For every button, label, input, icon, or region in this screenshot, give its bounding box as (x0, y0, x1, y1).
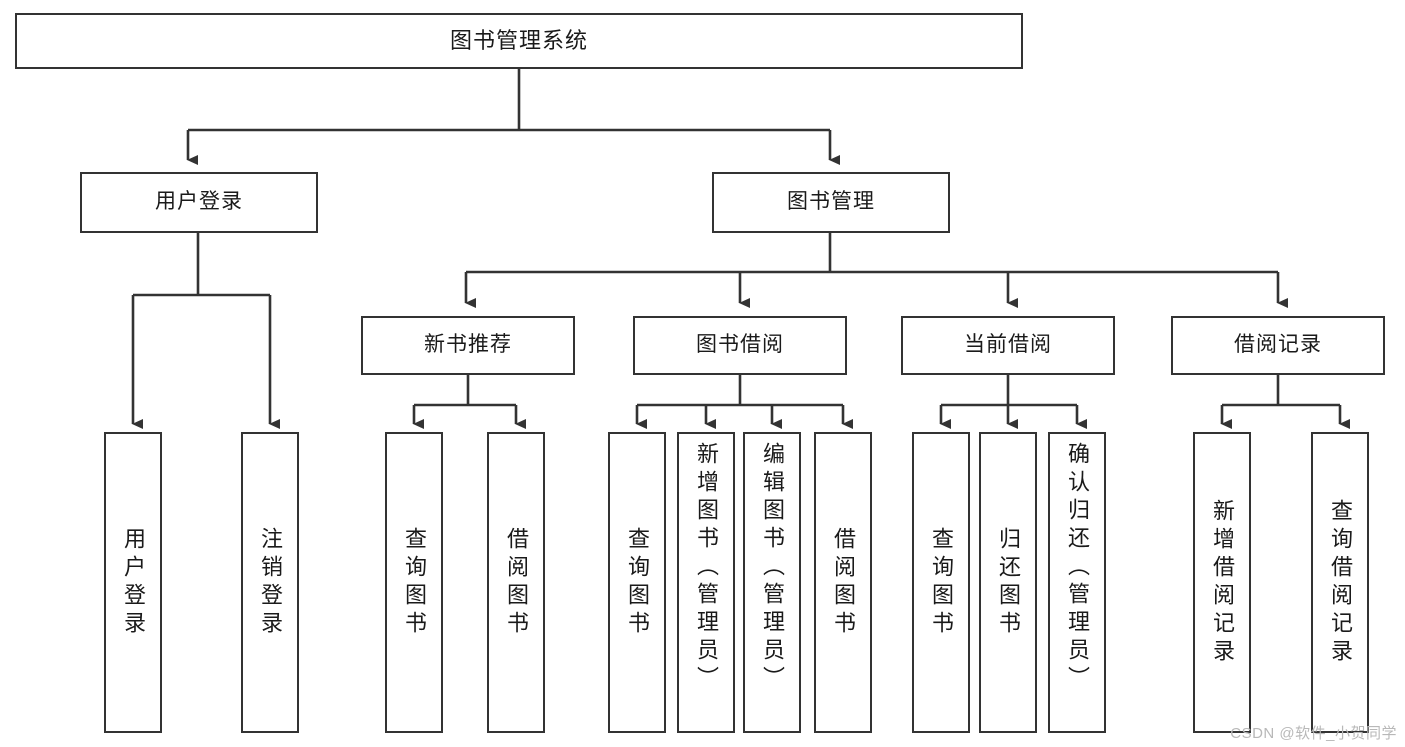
leaf-label: 新增借阅记录 (1210, 498, 1235, 667)
node-book-management-label: 图书管理 (787, 190, 875, 214)
leaf-borrow-query-book[interactable]: 查询图书 (608, 432, 666, 733)
node-borrow-record-label: 借阅记录 (1234, 333, 1322, 357)
leaf-current-return-book[interactable]: 归还图书 (979, 432, 1037, 733)
node-new-book-recommend-label: 新书推荐 (424, 333, 512, 357)
node-root[interactable]: 图书管理系统 (15, 13, 1023, 69)
leaf-recommend-borrow-book[interactable]: 借阅图书 (487, 432, 545, 733)
node-book-management[interactable]: 图书管理 (712, 172, 950, 233)
leaf-borrow-borrow-book[interactable]: 借阅图书 (814, 432, 872, 733)
leaf-label: 确认归还（管理员） (1065, 442, 1090, 694)
leaf-label: 归还图书 (996, 526, 1021, 639)
leaf-label: 新增图书（管理员） (694, 442, 719, 694)
leaf-label: 注销登录 (258, 526, 283, 639)
leaf-current-confirm-return-admin[interactable]: 确认归还（管理员） (1048, 432, 1106, 733)
leaf-recommend-query-book[interactable]: 查询图书 (385, 432, 443, 733)
leaf-current-query-book[interactable]: 查询图书 (912, 432, 970, 733)
leaf-record-add-record[interactable]: 新增借阅记录 (1193, 432, 1251, 733)
leaf-label: 查询图书 (929, 526, 954, 639)
leaf-record-query-record[interactable]: 查询借阅记录 (1311, 432, 1369, 733)
watermark: CSDN @软件_小贺同学 (1230, 725, 1397, 742)
leaf-user-login-login[interactable]: 用户登录 (104, 432, 162, 733)
node-user-login-label: 用户登录 (155, 190, 243, 214)
node-current-borrow-label: 当前借阅 (964, 333, 1052, 357)
leaf-label: 借阅图书 (504, 526, 529, 639)
leaf-label: 查询借阅记录 (1328, 498, 1353, 667)
node-book-borrow-label: 图书借阅 (696, 333, 784, 357)
leaf-user-login-logout[interactable]: 注销登录 (241, 432, 299, 733)
node-current-borrow[interactable]: 当前借阅 (901, 316, 1115, 375)
node-root-label: 图书管理系统 (449, 28, 588, 54)
leaf-label: 查询图书 (402, 526, 427, 639)
node-user-login[interactable]: 用户登录 (80, 172, 318, 233)
leaf-label: 借阅图书 (831, 526, 856, 639)
leaf-label: 用户登录 (121, 526, 146, 639)
leaf-borrow-edit-book-admin[interactable]: 编辑图书（管理员） (743, 432, 801, 733)
leaf-label: 查询图书 (625, 526, 650, 639)
leaf-borrow-add-book-admin[interactable]: 新增图书（管理员） (677, 432, 735, 733)
node-borrow-record[interactable]: 借阅记录 (1171, 316, 1385, 375)
leaf-label: 编辑图书（管理员） (760, 442, 785, 694)
node-new-book-recommend[interactable]: 新书推荐 (361, 316, 575, 375)
node-book-borrow[interactable]: 图书借阅 (633, 316, 847, 375)
